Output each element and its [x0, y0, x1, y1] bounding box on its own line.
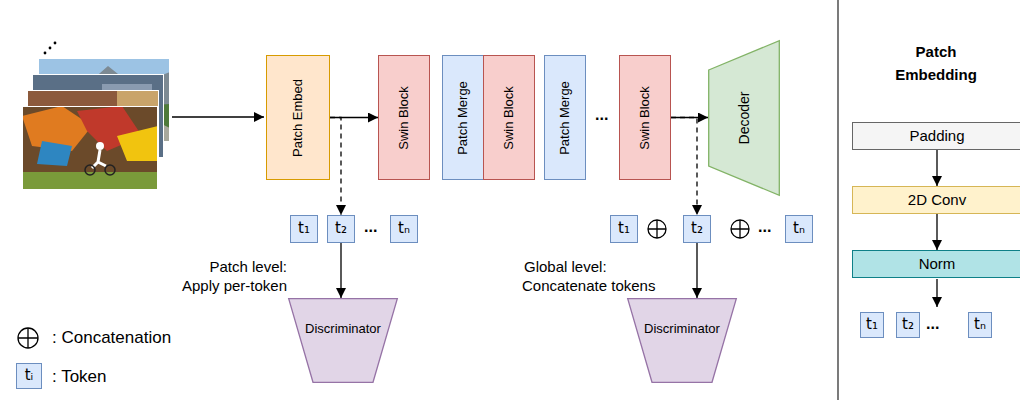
concat-symbol [648, 220, 666, 238]
ellipsis: ... [758, 218, 771, 235]
node-text: t₁ [298, 220, 310, 237]
input-arrow [172, 116, 264, 117]
patch-merge-block: Patch Merge [544, 55, 586, 180]
discriminator-block: Discriminator [627, 298, 737, 383]
bike-wheel [85, 165, 95, 175]
node-text: Discriminator [644, 322, 720, 337]
token-box: t₂ [327, 215, 355, 243]
padding-block: Padding [852, 122, 1020, 150]
flow-arrow [330, 117, 378, 118]
node-text: Decoder [736, 92, 752, 145]
norm-block: Norm [852, 250, 1020, 278]
node-text: t₂ [902, 316, 914, 333]
token-box: t₁ [610, 215, 638, 243]
level-label: Concatenate tokens [522, 277, 655, 294]
patch-embed-block: Patch Embed [266, 55, 330, 180]
legend-text: : Token [52, 367, 107, 386]
concat-cross [648, 220, 666, 238]
token-box: t₁ [860, 312, 884, 338]
concat-symbol [731, 220, 749, 238]
node-text: Swin Block [502, 86, 517, 150]
shape-outline [628, 299, 737, 383]
shape-outline [289, 299, 398, 383]
decoder-block: Decoder [708, 40, 780, 196]
token-tap-arrow [330, 118, 341, 216]
swin-block: Swin Block [483, 55, 535, 180]
node-text: tₙ [793, 220, 805, 237]
node-text: tₙ [974, 316, 986, 333]
legend-token-box: tᵢ [16, 363, 42, 389]
node-text: t₁ [618, 220, 630, 237]
node-text: Padding [909, 127, 964, 144]
flow-arrow [340, 243, 341, 298]
swin-block: Swin Block [619, 55, 671, 180]
node-text: Swin Block [638, 86, 653, 150]
level-label: Apply per-token [182, 277, 287, 294]
panel-divider [837, 0, 838, 400]
graffiti-shape [37, 141, 72, 166]
photo [22, 106, 158, 190]
ellipsis: ... [926, 315, 939, 332]
token-tap-arrow [671, 118, 697, 216]
concat-circle [731, 220, 749, 238]
node-text: Patch Merge [558, 81, 573, 155]
conv-block: 2D Conv [852, 186, 1020, 214]
node-text: Patch Embed [291, 78, 306, 156]
flow-arrow [696, 243, 697, 298]
node-text: t₂ [335, 220, 347, 237]
node-text: Patch Merge [456, 81, 471, 155]
photo-edge [23, 107, 158, 190]
patch-merge-block: Patch Merge [442, 55, 484, 180]
node-text: Norm [919, 255, 956, 272]
cyclist-head [96, 142, 104, 150]
photo-wall [22, 106, 158, 190]
graffiti-shape [117, 126, 158, 161]
discriminator-block: Discriminator [288, 298, 398, 383]
stack-dot [49, 47, 52, 50]
output-arrow [936, 279, 937, 307]
node-text: t₁ [866, 316, 878, 333]
flow-arrow [936, 150, 937, 186]
flow-arrow [936, 214, 937, 250]
legend-entry: : Concatenation [52, 327, 171, 349]
discriminator-shape [627, 298, 737, 383]
node-text: Swin Block [397, 86, 412, 150]
token-box: tₙ [968, 312, 992, 338]
node-text: 2D Conv [908, 191, 966, 208]
stack-dot [54, 42, 57, 45]
cyclist-body [92, 150, 106, 168]
token-box: t₂ [896, 312, 920, 338]
discriminator-shape [288, 298, 398, 383]
level-label: Global level: [524, 258, 607, 275]
ellipsis: ... [595, 106, 608, 123]
token-box: tₙ [785, 215, 813, 243]
ellipsis: ... [364, 218, 377, 235]
panel-title: Patch Embedding [886, 40, 986, 86]
legend-text: : Concatenation [52, 328, 171, 347]
node-text: t₂ [691, 220, 703, 237]
legend-concat-symbol [18, 328, 38, 348]
node-text: tₙ [398, 220, 410, 237]
concat-circle [18, 328, 38, 348]
token-box: t₂ [683, 215, 711, 243]
bike-wheel [105, 165, 115, 175]
token-box: tₙ [390, 215, 418, 243]
swin-block: Swin Block [378, 55, 430, 180]
token-box: t₁ [290, 215, 318, 243]
concat-circle [648, 220, 666, 238]
node-text: Discriminator [305, 322, 381, 337]
stack-dot [44, 52, 47, 55]
concat-cross [731, 220, 749, 238]
shape-outline [709, 41, 780, 196]
legend-entry: : Token [52, 366, 107, 388]
node-text: tᵢ [25, 367, 34, 384]
level-label: Patch level: [209, 258, 287, 275]
concat-cross [18, 328, 38, 348]
